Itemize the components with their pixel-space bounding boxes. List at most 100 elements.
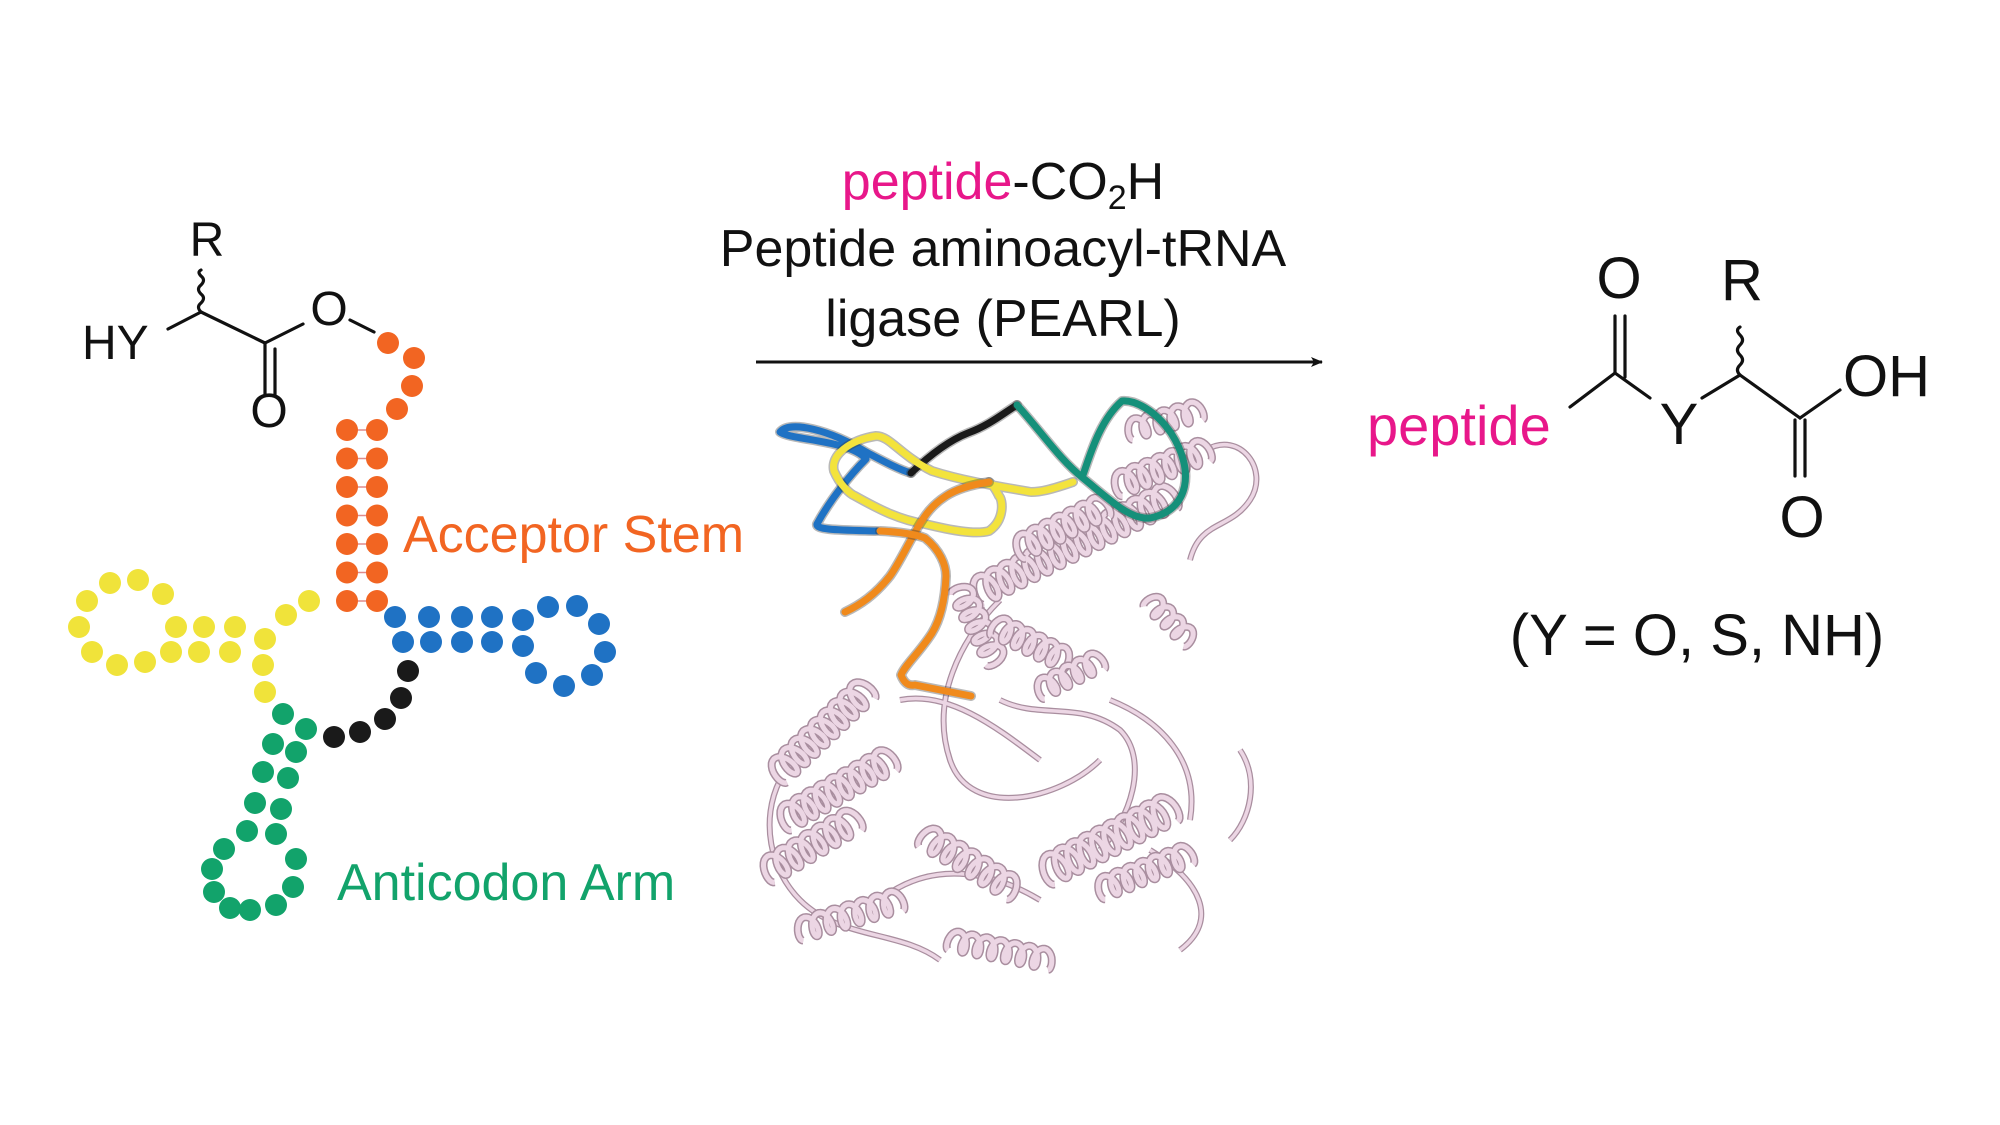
protein-helix (777, 747, 901, 833)
nucleotide-blue (512, 609, 534, 631)
ribbon-acceptor-strand-2-shadow (875, 526, 976, 701)
ester-oxygen: O (310, 283, 347, 336)
nucleotide-green (219, 897, 241, 919)
nucleotide-acceptor (336, 447, 358, 470)
nucleotide-green (285, 848, 307, 870)
nucleotide-yellow (298, 590, 320, 612)
nucleotide-blue (512, 635, 534, 657)
nucleotide-yellow (193, 616, 215, 638)
nucleotide-green (203, 881, 225, 903)
nucleotide-green (244, 792, 266, 814)
reactant-structure: R HY O O (82, 214, 376, 438)
nucleotide-yellow (275, 604, 297, 626)
nucleotide-yellow (68, 616, 90, 638)
nucleotide-green (282, 876, 304, 898)
nucleotide-black (390, 687, 412, 709)
nucleotide-yellow (81, 641, 103, 663)
nucleotide-yellow (127, 569, 149, 591)
acceptor-stem-label: Acceptor Stem (403, 506, 744, 564)
nucleotide-green (295, 718, 317, 740)
nucleotide-acceptor (336, 533, 358, 555)
nucleotide-blue (553, 675, 575, 697)
trna-ribbon-model (775, 395, 1191, 701)
nucleotide-green (201, 858, 223, 880)
nucleotide-acceptor (366, 590, 388, 612)
enzyme-name-line2: ligase (PEARL) (825, 290, 1180, 348)
anticodon-arm-label: Anticodon Arm (337, 854, 675, 912)
nucleotide-black (397, 660, 419, 682)
nucleotide-yellow (224, 616, 246, 638)
nucleotide-acceptor (366, 447, 388, 470)
pearl-protein-structure (759, 398, 1260, 974)
nucleotide-acceptor (336, 561, 358, 584)
product-r-group: R (1721, 248, 1763, 313)
protein-helix (1095, 843, 1197, 902)
nucleotide-blue (384, 606, 406, 628)
nucleotide-blue (588, 613, 610, 635)
nucleotide-blue (594, 641, 616, 663)
nucleotide-green (277, 767, 299, 789)
nucleotide-green (270, 798, 292, 820)
nucleotide-acceptor (403, 347, 425, 369)
nucleotide-yellow (99, 572, 121, 594)
nucleotide-blue (537, 596, 559, 618)
nucleotide-acceptor (336, 476, 358, 498)
nucleotide-yellow (106, 654, 128, 676)
carbonyl-oxygen: O (250, 385, 287, 438)
nucleotide-blue (525, 662, 547, 684)
protein-loop (767, 442, 1259, 962)
wavy-bond-r (196, 268, 206, 314)
ribbon-d-arm (776, 423, 915, 535)
r-group: R (190, 214, 225, 267)
protein-helix (1039, 794, 1183, 888)
nucleotide-green (252, 761, 274, 783)
nucleotide-black (349, 721, 371, 743)
nucleotide-yellow (252, 654, 274, 676)
nucleotide-green (213, 838, 235, 860)
nucleotide-blue (451, 606, 473, 628)
protein-helix (915, 826, 1020, 902)
nucleotide-blue (451, 631, 473, 653)
hy-label: HY (82, 317, 149, 370)
reagent-formula: peptide-CO2H (842, 153, 1164, 217)
nucleotide-green (285, 741, 307, 763)
nucleotide-black (374, 708, 396, 730)
protein-helix (1140, 594, 1196, 650)
nucleotide-acceptor (336, 504, 358, 527)
nucleotide-acceptor (366, 561, 388, 584)
protein-helix (1112, 438, 1215, 499)
product-structure: peptide O Y R OH O (Y = O, S, NH) (1367, 246, 1930, 668)
reaction-conditions: peptide-CO2H Peptide aminoacyl-tRNA liga… (720, 153, 1323, 367)
bond-c-acid (1738, 373, 1802, 420)
bond-peptide-c (1568, 371, 1617, 409)
nucleotide-yellow (165, 616, 187, 638)
nucleotide-acceptor (366, 533, 388, 555)
nucleotide-acceptor (386, 398, 408, 420)
protein-helix (944, 929, 1055, 973)
protein-helix (761, 808, 866, 885)
bond-hy-c (166, 310, 203, 331)
wavy-bond-r (1735, 325, 1745, 377)
protein-helix (1035, 651, 1108, 702)
nucleotide-blue (481, 631, 503, 653)
nucleotide-blue (566, 595, 588, 617)
nucleotide-acceptor (366, 476, 388, 498)
protein-helix (947, 584, 1006, 669)
nucleotide-blue (420, 631, 442, 653)
nucleotide-acceptor (336, 590, 358, 612)
trna-cloverleaf (68, 332, 616, 921)
ribbon-anticodon-arm (1013, 397, 1189, 522)
bond-carbonyl-o (263, 322, 305, 345)
double-bond-acid (1793, 418, 1807, 478)
protein-helix (769, 679, 879, 786)
product-carbonyl-oxygen: O (1596, 246, 1641, 311)
nucleotide-blue (581, 664, 603, 686)
nucleotide-green (236, 820, 258, 842)
protein-helix (1013, 495, 1114, 562)
product-y: Y (1660, 392, 1699, 457)
nucleotide-blue (418, 606, 440, 628)
nucleotide-yellow (219, 641, 241, 663)
nucleotide-yellow (254, 628, 276, 650)
